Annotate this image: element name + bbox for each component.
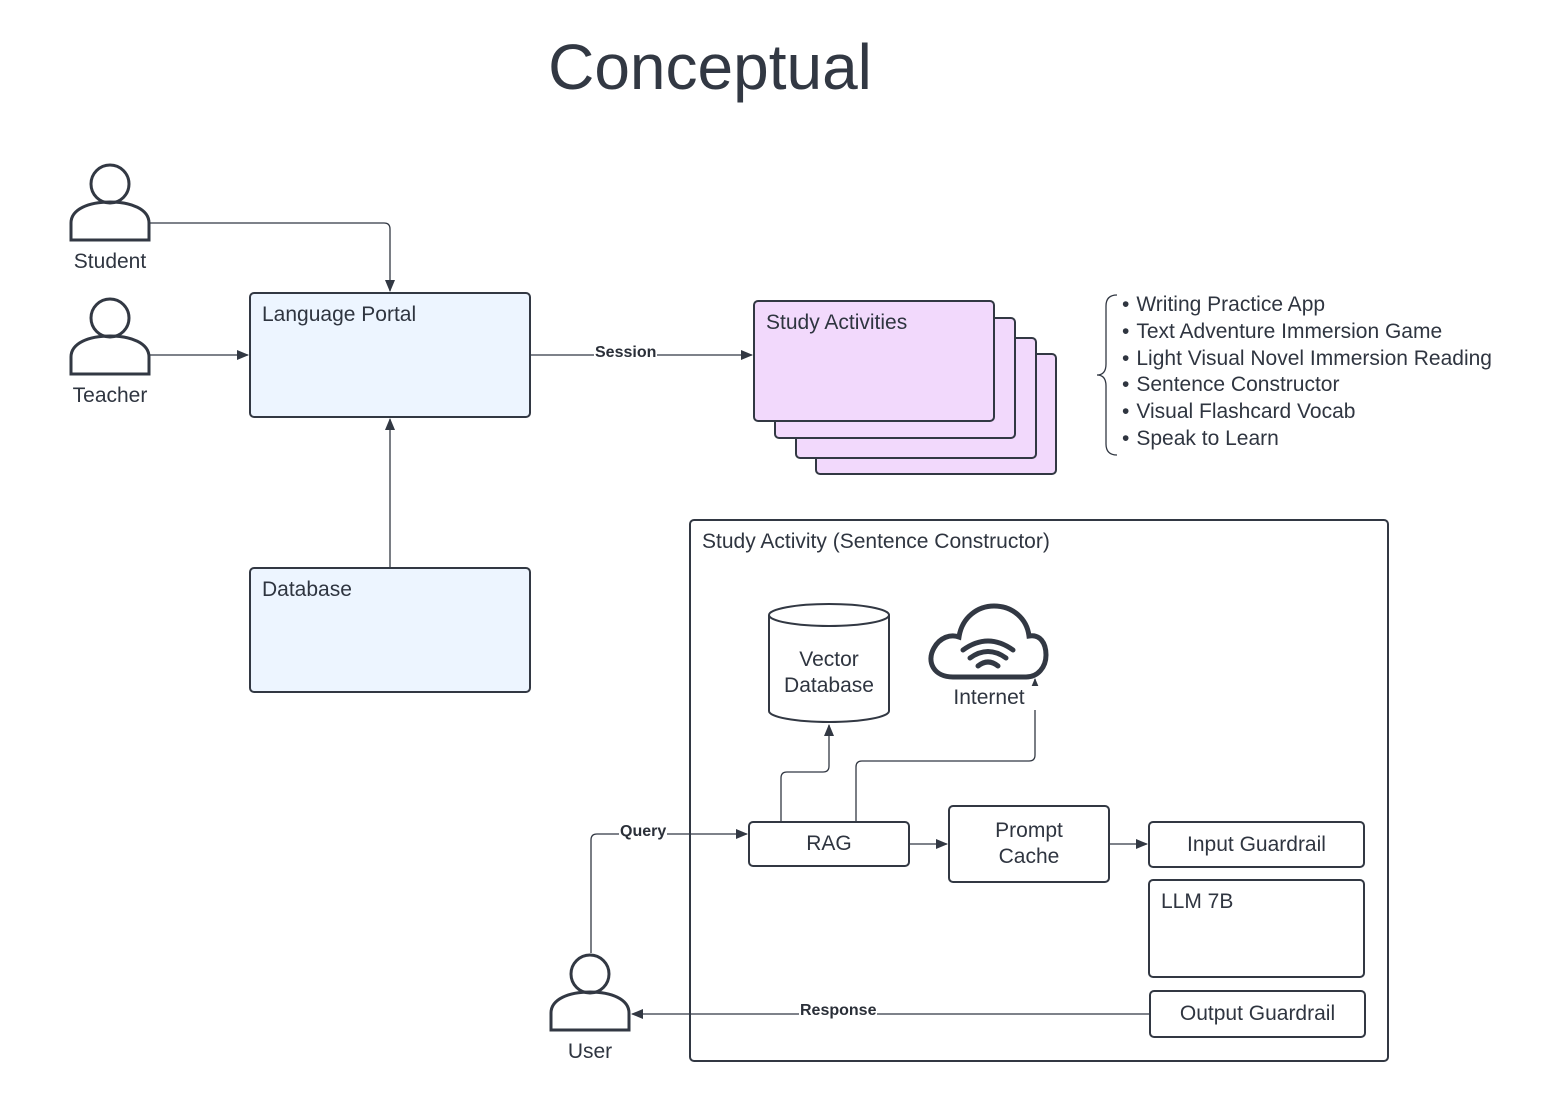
llm-node[interactable]: LLM 7B <box>1148 879 1365 978</box>
list-item: Visual Flashcard Vocab <box>1122 399 1492 426</box>
prompt-cache-node[interactable]: Prompt Cache <box>948 805 1110 883</box>
actor-teacher-label: Teacher <box>72 384 148 407</box>
list-item: Writing Practice App <box>1122 292 1492 319</box>
person-icon <box>549 953 631 1032</box>
brace-icon <box>1096 294 1118 456</box>
language-portal-label: Language Portal <box>262 303 417 326</box>
edge-label-query: Query <box>619 823 668 841</box>
page-title: Conceptual <box>548 31 872 103</box>
prompt-cache-label: Prompt Cache <box>995 819 1063 868</box>
database-label: Database <box>262 578 352 601</box>
database-cylinder-icon <box>768 603 890 723</box>
study-activities-label: Study Activities <box>766 311 908 334</box>
edge-label-response: Response <box>799 1002 878 1020</box>
person-icon <box>69 163 151 242</box>
study-activity-container-label: Study Activity (Sentence Constructor) <box>702 530 1050 553</box>
database-node[interactable]: Database <box>249 567 531 693</box>
vector-database-label: Vector Database <box>784 648 874 697</box>
language-portal-node[interactable]: Language Portal <box>249 292 531 418</box>
rag-label: RAG <box>806 832 852 855</box>
llm-label: LLM 7B <box>1161 890 1234 913</box>
output-guardrail-node[interactable]: Output Guardrail <box>1149 990 1366 1038</box>
edge-rag-vector <box>780 724 834 821</box>
study-activities-node[interactable]: Study Activities <box>753 300 995 422</box>
rag-node[interactable]: RAG <box>748 821 910 867</box>
cloud-wifi-icon <box>928 603 1049 680</box>
person-icon <box>69 297 151 376</box>
list-item: Speak to Learn <box>1122 426 1492 453</box>
list-item: Sentence Constructor <box>1122 372 1492 399</box>
study-activity-container: Study Activity (Sentence Constructor) <box>689 519 1389 1062</box>
input-guardrail-label: Input Guardrail <box>1187 832 1326 856</box>
list-item: Light Visual Novel Immersion Reading <box>1122 346 1492 373</box>
actor-student-label: Student <box>73 250 147 273</box>
internet-label: Internet <box>938 686 1040 710</box>
edge-label-session: Session <box>594 344 658 362</box>
list-item: Text Adventure Immersion Game <box>1122 319 1492 346</box>
output-guardrail-label: Output Guardrail <box>1179 1002 1336 1025</box>
input-guardrail-node[interactable]: Input Guardrail <box>1148 821 1365 868</box>
actor-user-label: User <box>567 1040 613 1063</box>
edge-query <box>590 829 748 953</box>
edge-student-portal <box>148 222 395 292</box>
activities-list: Writing Practice App Text Adventure Imme… <box>1122 292 1492 453</box>
edge-rag-internet <box>855 678 1040 821</box>
